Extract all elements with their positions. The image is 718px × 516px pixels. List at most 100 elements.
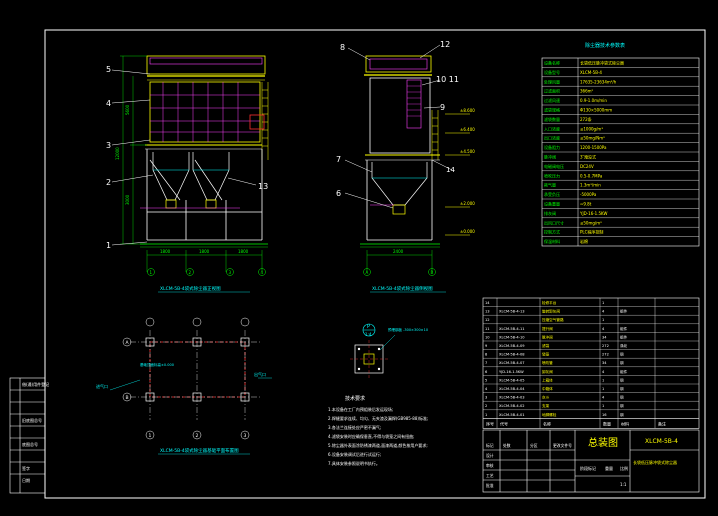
front-view: 12000 3000 5600 1800 1800 1800 1 2 3 4 xyxy=(111,55,269,276)
parts-cell: 组件 xyxy=(620,309,628,314)
parts-cell: YJD-16-1.5KW xyxy=(499,370,524,374)
param-label: 过滤面积 xyxy=(544,88,560,94)
parts-cell: 13 xyxy=(485,310,490,314)
parts-cell: 34 xyxy=(602,335,607,339)
front-callout-3: 3 xyxy=(106,141,111,150)
param-value: YJD-16-1.5KW xyxy=(579,211,608,216)
svg-text:3: 3 xyxy=(244,433,247,439)
note-line-5: 6.设备安装调试后进行试运行; xyxy=(328,451,381,457)
side-callout-12: 12 xyxy=(440,40,450,49)
param-label: 脉冲阀 xyxy=(544,154,556,160)
parts-cell: 卸灰阀 xyxy=(542,369,553,374)
param-label: 入口浓度 xyxy=(544,125,560,131)
detail-marker-bottom: 1:4 xyxy=(365,332,372,337)
side-callout-6: 6 xyxy=(336,189,341,198)
parts-cell: 9 xyxy=(485,344,488,348)
parts-cell: 272 xyxy=(602,353,609,357)
svg-text:B: B xyxy=(126,395,129,401)
parts-cell: 34 xyxy=(602,361,607,365)
svg-text:±8.600: ±8.600 xyxy=(460,108,475,113)
parts-header: 名称 xyxy=(543,420,551,426)
parts-cell: 4 xyxy=(602,310,605,314)
parts-cell: 4 xyxy=(602,396,605,400)
param-label: 设备名称 xyxy=(544,60,560,66)
param-value: ≤1000g/m³ xyxy=(580,126,603,131)
note-line-4: 5.除尘器外表面涂防锈漆两道,面漆两道,颜色按用户要求; xyxy=(328,442,428,448)
param-value: 17635-23634m³/h xyxy=(580,79,617,84)
parts-cell: 涤纶 xyxy=(620,343,628,348)
param-label: 喷吹压力 xyxy=(544,172,560,178)
side-view: 2400 A B ±8.600 ±6.400 ±4.500 ±2.000 ±0.… xyxy=(344,44,475,276)
side-view-caption: XLCM-5B-4袋式除尘器侧视图 xyxy=(372,285,433,292)
param-value: 1.3m³/min xyxy=(580,183,601,188)
detail-marker-top: P xyxy=(367,324,370,330)
notes-title: 技术要求 xyxy=(345,395,365,402)
parts-header: 材料 xyxy=(621,420,629,426)
parts-cell: XLCM-5B-4-01 xyxy=(499,413,525,417)
parts-cell: 1 xyxy=(602,378,604,382)
parts-cell: 钢 xyxy=(620,386,624,391)
parts-cell: 12 xyxy=(485,318,490,322)
title-block-subtitle: 长袋低压脉冲袋式除尘器 xyxy=(633,459,677,465)
svg-text:2: 2 xyxy=(189,270,192,275)
tb-label-2: 分区 xyxy=(530,443,538,448)
parts-cell: 滤袋 xyxy=(542,343,550,348)
param-label: 设备阻力 xyxy=(544,144,560,150)
side-callout-7: 7 xyxy=(336,155,341,164)
svg-text:基础顶面标高±0.000: 基础顶面标高±0.000 xyxy=(140,362,174,367)
svg-text:±2.000: ±2.000 xyxy=(460,201,475,206)
margin-label-5: 底图总号 xyxy=(22,441,38,447)
parts-cell: 5 xyxy=(485,378,487,382)
inlet-label: 进气口 xyxy=(96,383,108,389)
left-margin-block xyxy=(9,377,46,494)
param-label: 设备重量 xyxy=(544,201,560,207)
side-callout-8: 8 xyxy=(340,43,345,52)
svg-text:1800: 1800 xyxy=(238,249,249,254)
parts-cell: XLCM-5B-4-08 xyxy=(499,353,525,357)
svg-text:±0.000: ±0.000 xyxy=(460,229,475,234)
parts-cell: 旋转卸灰阀 xyxy=(542,309,560,314)
parts-cell: 11 xyxy=(485,327,490,331)
svg-text:A: A xyxy=(366,270,369,275)
param-label: 排灰阀 xyxy=(544,210,556,216)
margin-label-8: 日期 xyxy=(22,477,30,483)
foundation-caption: XLCM-5B-4袋式除尘器基础平面布置图 xyxy=(160,447,239,454)
parts-header: 数量 xyxy=(603,420,611,426)
parts-cell: 袋笼 xyxy=(542,352,550,357)
svg-text:1: 1 xyxy=(149,433,152,439)
svg-text:1800: 1800 xyxy=(199,249,210,254)
svg-text:2: 2 xyxy=(196,433,199,439)
front-callout-4: 4 xyxy=(106,99,111,108)
parts-cell: 3 xyxy=(485,396,487,400)
param-value: -5000Pa xyxy=(580,192,597,197)
svg-text:12000: 12000 xyxy=(115,147,120,160)
param-value: ≤50mg/Nm³ xyxy=(580,136,605,141)
parts-cell: 1 xyxy=(602,404,604,408)
svg-text:±4.500: ±4.500 xyxy=(460,149,475,154)
param-label: 处理风量 xyxy=(544,78,560,84)
parts-cell: 钢 xyxy=(620,352,624,357)
param-value: 长袋低压脉冲袋式除尘器 xyxy=(580,60,624,66)
parts-cell: 中箱体 xyxy=(542,386,553,391)
param-value: 0.5-0.7MPa xyxy=(580,173,603,178)
note-line-6: 7.具体安装参照说明书执行。 xyxy=(328,460,380,466)
note-line-0: 1.本设备在工厂内预组装后发运现场; xyxy=(328,406,393,412)
parts-cell: XLCM-5B-4-07 xyxy=(499,361,525,365)
param-value: ≤50mg/m³ xyxy=(580,220,602,225)
param-label: 承受负压 xyxy=(544,191,560,197)
params-title: 除尘器技术参数表 xyxy=(585,42,625,49)
svg-text:4: 4 xyxy=(261,270,264,275)
side-callout-9: 9 xyxy=(440,103,445,112)
param-value: PLC程序控制 xyxy=(580,229,603,235)
tb-label2-3: 批准 xyxy=(486,483,494,488)
parts-cell: 1 xyxy=(485,413,487,417)
tb-label2-0: 设计 xyxy=(486,453,494,458)
param-label: 滤袋数量 xyxy=(544,116,560,122)
param-label: 控制方式 xyxy=(544,229,560,235)
note-line-3: 4.滤袋安装时应确保垂直,不得与袋笼之间有扭曲; xyxy=(328,433,414,439)
front-callout-5: 5 xyxy=(106,65,111,74)
parts-cell: XLCM-5B-4-02 xyxy=(499,404,525,408)
